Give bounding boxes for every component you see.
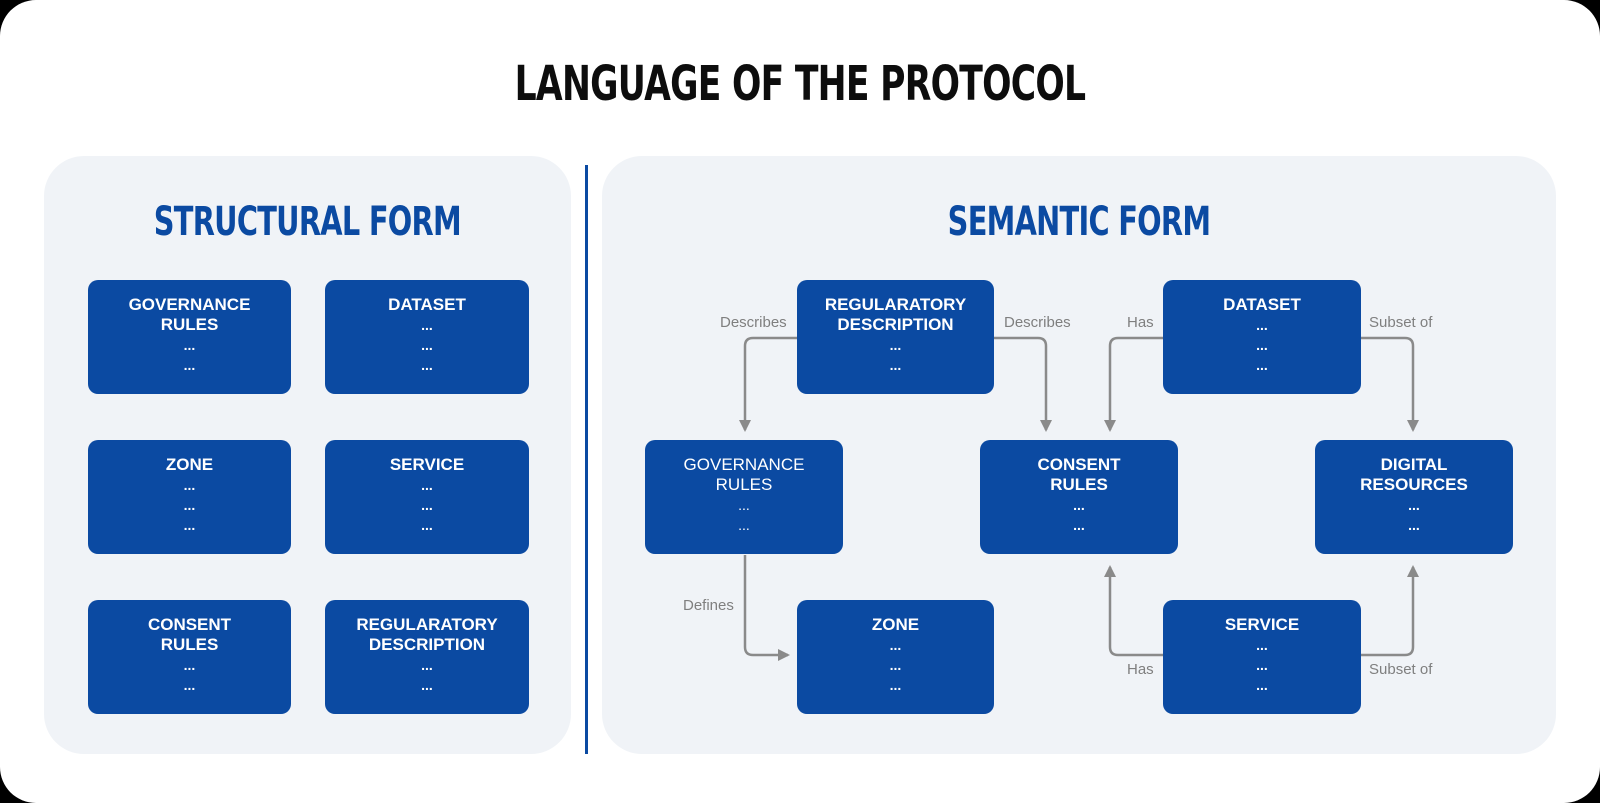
- box-label: REGULARATORY DESCRIPTION: [356, 615, 498, 654]
- semantic-node-dataset: DATASET ... ... ...: [1163, 280, 1361, 394]
- edge-has-dataset-consent: [1104, 336, 1163, 432]
- semantic-node-consent-rules: CONSENT RULES ... ...: [980, 440, 1178, 554]
- box-ellipsis: ...: [421, 317, 433, 333]
- structural-box-zone: ZONE ... ... ...: [88, 440, 291, 554]
- node-ellipsis: ...: [1073, 497, 1085, 513]
- structural-box-regulatory-description: REGULARATORY DESCRIPTION ... ...: [325, 600, 529, 714]
- node-label: DIGITAL RESOURCES: [1360, 455, 1468, 494]
- box-ellipsis: ...: [183, 477, 196, 493]
- structural-box-dataset: DATASET ... ... ...: [325, 280, 529, 394]
- edge-label-subset-of: Subset of: [1369, 661, 1433, 678]
- edge-has-service-consent: [1104, 565, 1163, 657]
- edge-label-has: Has: [1127, 314, 1154, 331]
- edge-label-describes: Describes: [720, 314, 787, 331]
- structural-box-governance-rules: GOVERNANCE RULES ... ...: [88, 280, 291, 394]
- edge-subset-service-digital: [1361, 565, 1419, 657]
- node-ellipsis: ...: [1256, 677, 1268, 693]
- box-ellipsis: ...: [421, 677, 433, 693]
- edge-label-subset-of: Subset of: [1369, 314, 1433, 331]
- box-ellipsis: ...: [421, 477, 433, 493]
- edge-label-defines: Defines: [683, 597, 734, 614]
- diagram-title: LANGUAGE OF THE PROTOCOL: [514, 56, 1086, 112]
- box-ellipsis: ...: [183, 357, 196, 373]
- edge-defines-zone: [743, 555, 790, 661]
- semantic-node-governance-rules: GOVERNANCE RULES ... ...: [645, 440, 843, 554]
- box-label: ZONE: [165, 455, 214, 474]
- box-label: GOVERNANCE RULES: [128, 295, 251, 334]
- box-ellipsis: ...: [421, 517, 433, 533]
- node-ellipsis: ...: [1256, 357, 1268, 373]
- node-ellipsis: ...: [889, 357, 902, 373]
- panel-divider: [585, 165, 588, 754]
- structural-box-service: SERVICE ... ... ...: [325, 440, 529, 554]
- structural-form-title: STRUCTURAL FORM: [153, 199, 462, 245]
- box-ellipsis: ...: [183, 517, 196, 533]
- edge-describes-consent: [994, 336, 1052, 432]
- node-label: REGULARATORY DESCRIPTION: [824, 295, 967, 334]
- node-label: DATASET: [1223, 295, 1301, 314]
- node-ellipsis: ...: [1256, 637, 1268, 653]
- node-label: CONSENT RULES: [1037, 455, 1121, 494]
- node-ellipsis: ...: [1256, 657, 1268, 673]
- edge-label-has: Has: [1127, 661, 1154, 678]
- box-ellipsis: ...: [183, 497, 196, 513]
- node-ellipsis: ...: [889, 657, 902, 673]
- node-ellipsis: ...: [738, 517, 750, 533]
- node-label: ZONE: [871, 615, 920, 634]
- node-ellipsis: ...: [1408, 497, 1420, 513]
- semantic-node-zone: ZONE ... ... ...: [797, 600, 994, 714]
- semantic-node-digital-resources: DIGITAL RESOURCES ... ...: [1315, 440, 1513, 554]
- box-ellipsis: ...: [183, 337, 196, 353]
- semantic-form-title: SEMANTIC FORM: [947, 199, 1211, 245]
- node-ellipsis: ...: [889, 677, 902, 693]
- semantic-node-regulatory-description: REGULARATORY DESCRIPTION ... ...: [797, 280, 994, 394]
- node-ellipsis: ...: [1073, 517, 1085, 533]
- node-ellipsis: ...: [889, 337, 902, 353]
- node-ellipsis: ...: [1256, 337, 1268, 353]
- node-ellipsis: ...: [1256, 317, 1268, 333]
- box-ellipsis: ...: [421, 337, 433, 353]
- box-label: DATASET: [388, 295, 466, 314]
- node-ellipsis: ...: [738, 497, 750, 513]
- structural-box-consent-rules: CONSENT RULES ... ...: [88, 600, 291, 714]
- box-ellipsis: ...: [421, 657, 433, 673]
- box-label: CONSENT RULES: [147, 615, 232, 654]
- node-label: GOVERNANCE RULES: [683, 455, 805, 494]
- box-ellipsis: ...: [183, 677, 196, 693]
- box-ellipsis: ...: [421, 497, 433, 513]
- edge-subset-dataset-digital: [1361, 336, 1419, 432]
- node-ellipsis: ...: [889, 637, 902, 653]
- node-label: SERVICE: [1224, 615, 1300, 634]
- node-ellipsis: ...: [1408, 517, 1420, 533]
- box-ellipsis: ...: [421, 357, 433, 373]
- semantic-node-service: SERVICE ... ... ...: [1163, 600, 1361, 714]
- box-label: SERVICE: [389, 455, 465, 474]
- edge-describes-governance: [739, 336, 797, 432]
- box-ellipsis: ...: [183, 657, 196, 673]
- edge-label-describes: Describes: [1004, 314, 1071, 331]
